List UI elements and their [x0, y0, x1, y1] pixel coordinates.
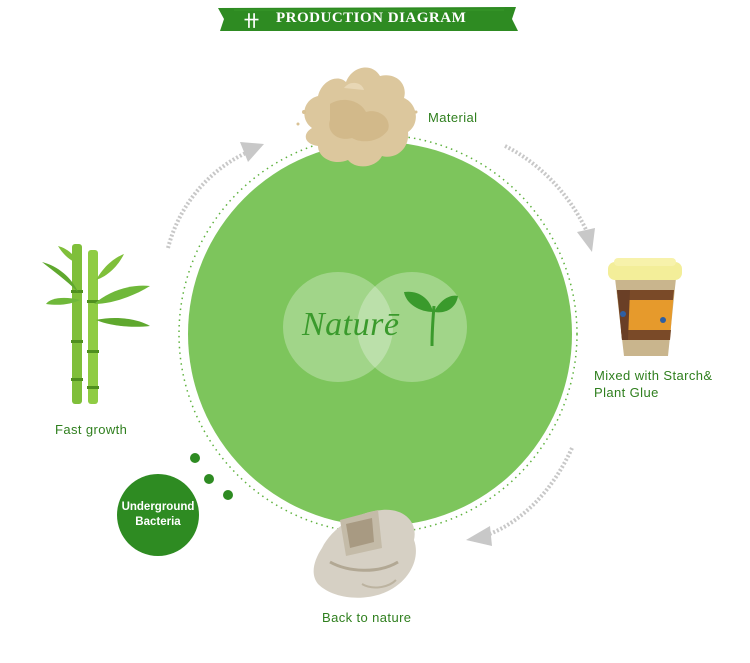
badge-line2: Bacteria — [135, 516, 181, 528]
dotted-ring — [178, 134, 578, 534]
label-back-to-nature: Back to nature — [322, 610, 412, 625]
arrow-bottom-right — [466, 447, 574, 546]
big-green-circle — [188, 142, 572, 526]
leaf-sprout-icon — [404, 291, 458, 347]
dot — [190, 453, 200, 463]
arrow-left — [166, 142, 264, 249]
banner-title: PRODUCTION DIAGRAM — [276, 10, 467, 26]
label-mixed-line2: Plant Glue — [594, 385, 659, 400]
label-material: Material — [428, 110, 478, 125]
center-right-circle — [357, 272, 467, 382]
badge-line1: Underground — [121, 501, 195, 513]
center-left-circle — [283, 272, 393, 382]
sawdust-powder-icon — [296, 67, 418, 167]
banner-shape — [218, 7, 518, 31]
dot — [223, 490, 233, 500]
underground-bacteria-badge: Underground Bacteria — [117, 474, 199, 556]
dot — [204, 474, 214, 484]
banner-mark: 卄 — [244, 14, 260, 30]
cup-icon — [608, 258, 682, 356]
bamboo-icon — [42, 244, 150, 404]
title-banner: 卄 PRODUCTION DIAGRAM — [214, 6, 520, 32]
decomposing-cup-icon — [313, 509, 416, 598]
nature-word: Naturē — [302, 306, 400, 343]
label-fast-growth: Fast growth — [55, 422, 128, 437]
label-mixed-line1: Mixed with Starch& — [594, 368, 713, 383]
arrow-top-right — [504, 144, 595, 252]
